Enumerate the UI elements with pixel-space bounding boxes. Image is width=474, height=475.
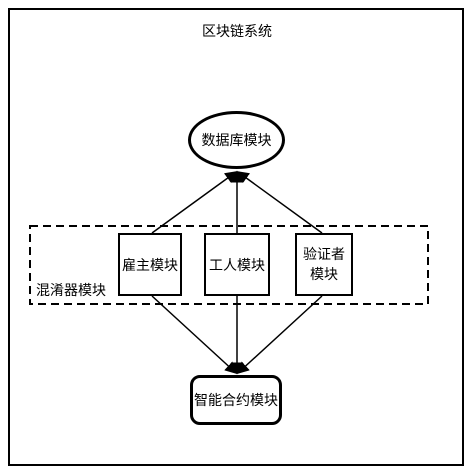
- smart-contract-module: 智能合约模块: [190, 375, 282, 425]
- system-title: 区块链系统: [202, 24, 272, 40]
- database-module: 数据库模块: [188, 111, 285, 169]
- arrow-verifier-to-database: [236, 171, 323, 234]
- verifier-module: 验证者 模块: [295, 233, 353, 296]
- worker-module: 工人模块: [204, 233, 270, 296]
- employer-module: 雇主模块: [118, 233, 182, 296]
- blockchain-system-frame: [8, 8, 464, 466]
- arrow-verifier-to-contract: [236, 295, 323, 375]
- verifier-label-line2: 模块: [310, 266, 338, 283]
- arrow-employer-to-database: [151, 171, 238, 234]
- verifier-label-line1: 验证者: [303, 246, 345, 263]
- arrow-employer-to-contract: [151, 295, 238, 375]
- mixer-dashed-box: [29, 225, 429, 305]
- mixer-module-label: 混淆器模块: [36, 283, 106, 299]
